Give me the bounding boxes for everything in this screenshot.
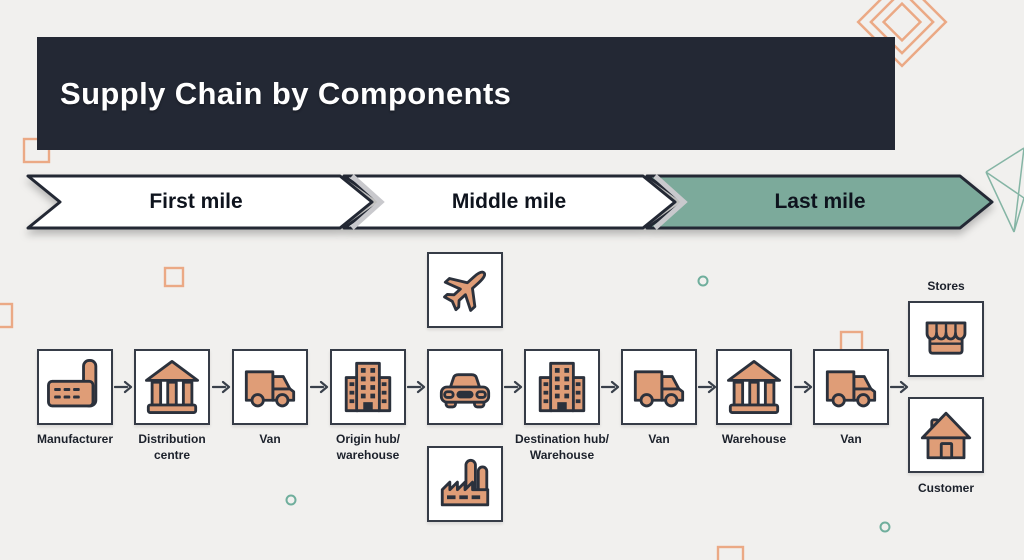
node-manufacturer: [37, 349, 113, 425]
node-label-customer: Customer: [917, 481, 974, 495]
node-label-distribution: Distribution centre: [138, 432, 206, 462]
node-air-transport: [427, 252, 503, 328]
factory-chimneys-icon: [440, 458, 490, 507]
van-icon: [633, 370, 685, 408]
phase-label-first-mile: First mile: [149, 190, 243, 213]
bank-icon: [145, 360, 199, 414]
square-decoration-icon: [0, 137, 864, 560]
phase-label-middle-mile: Middle mile: [451, 190, 567, 213]
flow-arrow-icon: [504, 380, 524, 394]
node-label-origin-hub: Origin hub/ warehouse: [336, 432, 400, 462]
storefront-icon: [925, 321, 967, 355]
building-icon: [344, 361, 392, 413]
flow-arrow-icon: [794, 380, 814, 394]
node-stores: [908, 301, 984, 377]
van-icon: [825, 370, 877, 408]
circle-decoration-icon: [285, 275, 891, 533]
flow-arrow-icon: [114, 380, 134, 394]
flow-arrow-icon: [698, 380, 718, 394]
factory-icon: [47, 359, 98, 408]
node-label-van-3: Van: [840, 432, 862, 446]
node-distribution-centre: [134, 349, 210, 425]
node-ground-transport: [427, 349, 503, 425]
node-label-manufacturer: Manufacturer: [36, 432, 113, 446]
node-van-1: [232, 349, 308, 425]
flow-arrow-icon: [310, 380, 330, 394]
wireframe-triangle-icon: [985, 147, 1024, 233]
node-label-warehouse: Warehouse: [721, 432, 787, 446]
node-van-2: [621, 349, 697, 425]
node-customer: [908, 397, 984, 473]
node-label-van-1: Van: [259, 432, 281, 446]
chevron-accent-icon: [653, 174, 688, 230]
plane-icon: [443, 270, 487, 312]
flow-arrow-icon: [212, 380, 232, 394]
flow-arrow-icon: [890, 380, 910, 394]
flow-arrow-icon: [601, 380, 621, 394]
phase-chevron-banner: [26, 174, 994, 230]
phase-label-last-mile: Last mile: [774, 190, 866, 213]
bank-icon: [727, 360, 781, 414]
car-icon: [439, 373, 491, 409]
node-label-stores: Stores: [927, 279, 965, 293]
node-warehouse: [716, 349, 792, 425]
node-label-van-2: Van: [648, 432, 670, 446]
title-banner: Supply Chain by Components: [37, 37, 895, 150]
building-icon: [538, 361, 586, 413]
node-label-destination: Destination hub/ Warehouse: [515, 432, 609, 462]
node-destination-hub: [524, 349, 600, 425]
node-van-3: [813, 349, 889, 425]
van-icon: [244, 370, 296, 408]
page-title: Supply Chain by Components: [60, 75, 512, 111]
chevron-accent-icon: [350, 174, 385, 230]
house-icon: [920, 411, 972, 460]
node-origin-hub: [330, 349, 406, 425]
flow-arrow-icon: [407, 380, 427, 394]
first-mile-chevron: [26, 174, 374, 230]
node-factory-transport: [427, 446, 503, 522]
